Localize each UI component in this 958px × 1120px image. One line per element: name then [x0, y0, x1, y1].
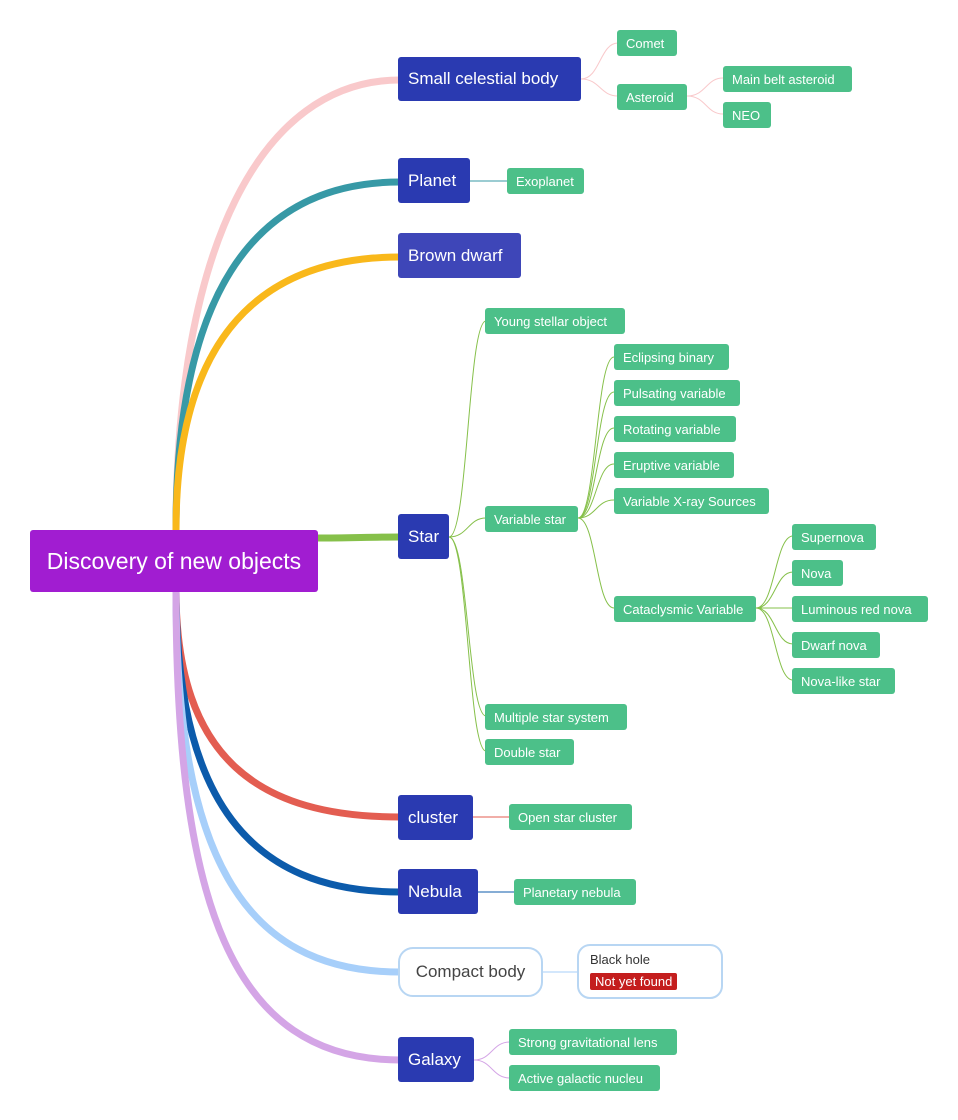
link-nova [755, 571, 794, 609]
subtopic-dwarf-nova[interactable]: Dwarf nova [792, 632, 880, 658]
topic-compact-body[interactable]: Compact body [398, 947, 543, 997]
subtopic-exoplanet[interactable]: Exoplanet [507, 168, 584, 194]
subtopic-main-belt-asteroid[interactable]: Main belt asteroid [723, 66, 852, 92]
topic-nebula[interactable]: Nebula [398, 869, 478, 914]
subtopic-nova[interactable]: Nova [792, 560, 843, 586]
link-supernova [755, 535, 794, 609]
subtopic-comet[interactable]: Comet [617, 30, 677, 56]
topic-small-celestial-body[interactable]: Small celestial body [398, 57, 581, 101]
subtopic-strong-gravitational-lens[interactable]: Strong gravitational lens [509, 1029, 677, 1055]
link-xray [577, 499, 615, 519]
black-hole-label: Black hole [590, 952, 650, 967]
subtopic-cataclysmic-variable[interactable]: Cataclysmic Variable [614, 596, 756, 622]
subtopic-open-star-cluster[interactable]: Open star cluster [509, 804, 632, 830]
link-double [448, 536, 487, 752]
link-variable [448, 517, 487, 538]
link-nova-like [755, 607, 794, 681]
subtopic-active-galactic-nucleu[interactable]: Active galactic nucleu [509, 1065, 660, 1091]
subtopic-supernova[interactable]: Supernova [792, 524, 876, 550]
subtopic-multiple-star-system[interactable]: Multiple star system [485, 704, 627, 730]
subtopic-luminous-red-nova[interactable]: Luminous red nova [792, 596, 928, 622]
link-agn [473, 1059, 511, 1079]
link-main-belt [686, 77, 724, 97]
status-badge: Not yet found [590, 973, 678, 990]
subtopic-variable-star[interactable]: Variable star [485, 506, 578, 532]
link-eclipsing [577, 356, 615, 519]
subtopic-neo[interactable]: NEO [723, 102, 771, 128]
topic-brown-dwarf[interactable]: Brown dwarf [398, 233, 521, 278]
link-young [448, 320, 487, 538]
branch-galaxy [172, 586, 404, 1064]
topic-galaxy[interactable]: Galaxy [398, 1037, 474, 1082]
link-multiple [448, 536, 487, 717]
topic-cluster[interactable]: cluster [398, 795, 473, 840]
link-asteroid [580, 78, 619, 97]
link-rotating [577, 427, 615, 519]
subtopic-double-star[interactable]: Double star [485, 739, 574, 765]
branch-brown-dwarf [172, 253, 404, 534]
link-pulsating [577, 391, 615, 519]
subtopic-variable-xray-sources[interactable]: Variable X-ray Sources [614, 488, 769, 514]
subtopic-pulsating-variable[interactable]: Pulsating variable [614, 380, 740, 406]
link-neo [686, 95, 724, 115]
subtopic-young-stellar-object[interactable]: Young stellar object [485, 308, 625, 334]
subtopic-planetary-nebula[interactable]: Planetary nebula [514, 879, 636, 905]
link-dwarf-nova [755, 607, 794, 645]
link-lens [473, 1041, 511, 1061]
topic-planet[interactable]: Planet [398, 158, 470, 203]
branch-star [312, 533, 404, 542]
root-topic[interactable]: Discovery of new objects [30, 530, 318, 592]
subtopic-black-hole[interactable]: Black hole Not yet found [577, 944, 723, 999]
topic-star[interactable]: Star [398, 514, 449, 559]
subtopic-nova-like-star[interactable]: Nova-like star [792, 668, 895, 694]
link-comet [580, 42, 619, 80]
link-eruptive [577, 463, 615, 519]
subtopic-rotating-variable[interactable]: Rotating variable [614, 416, 736, 442]
subtopic-asteroid[interactable]: Asteroid [617, 84, 687, 110]
subtopic-eclipsing-binary[interactable]: Eclipsing binary [614, 344, 729, 370]
link-cataclysmic [577, 517, 615, 609]
subtopic-eruptive-variable[interactable]: Eruptive variable [614, 452, 734, 478]
